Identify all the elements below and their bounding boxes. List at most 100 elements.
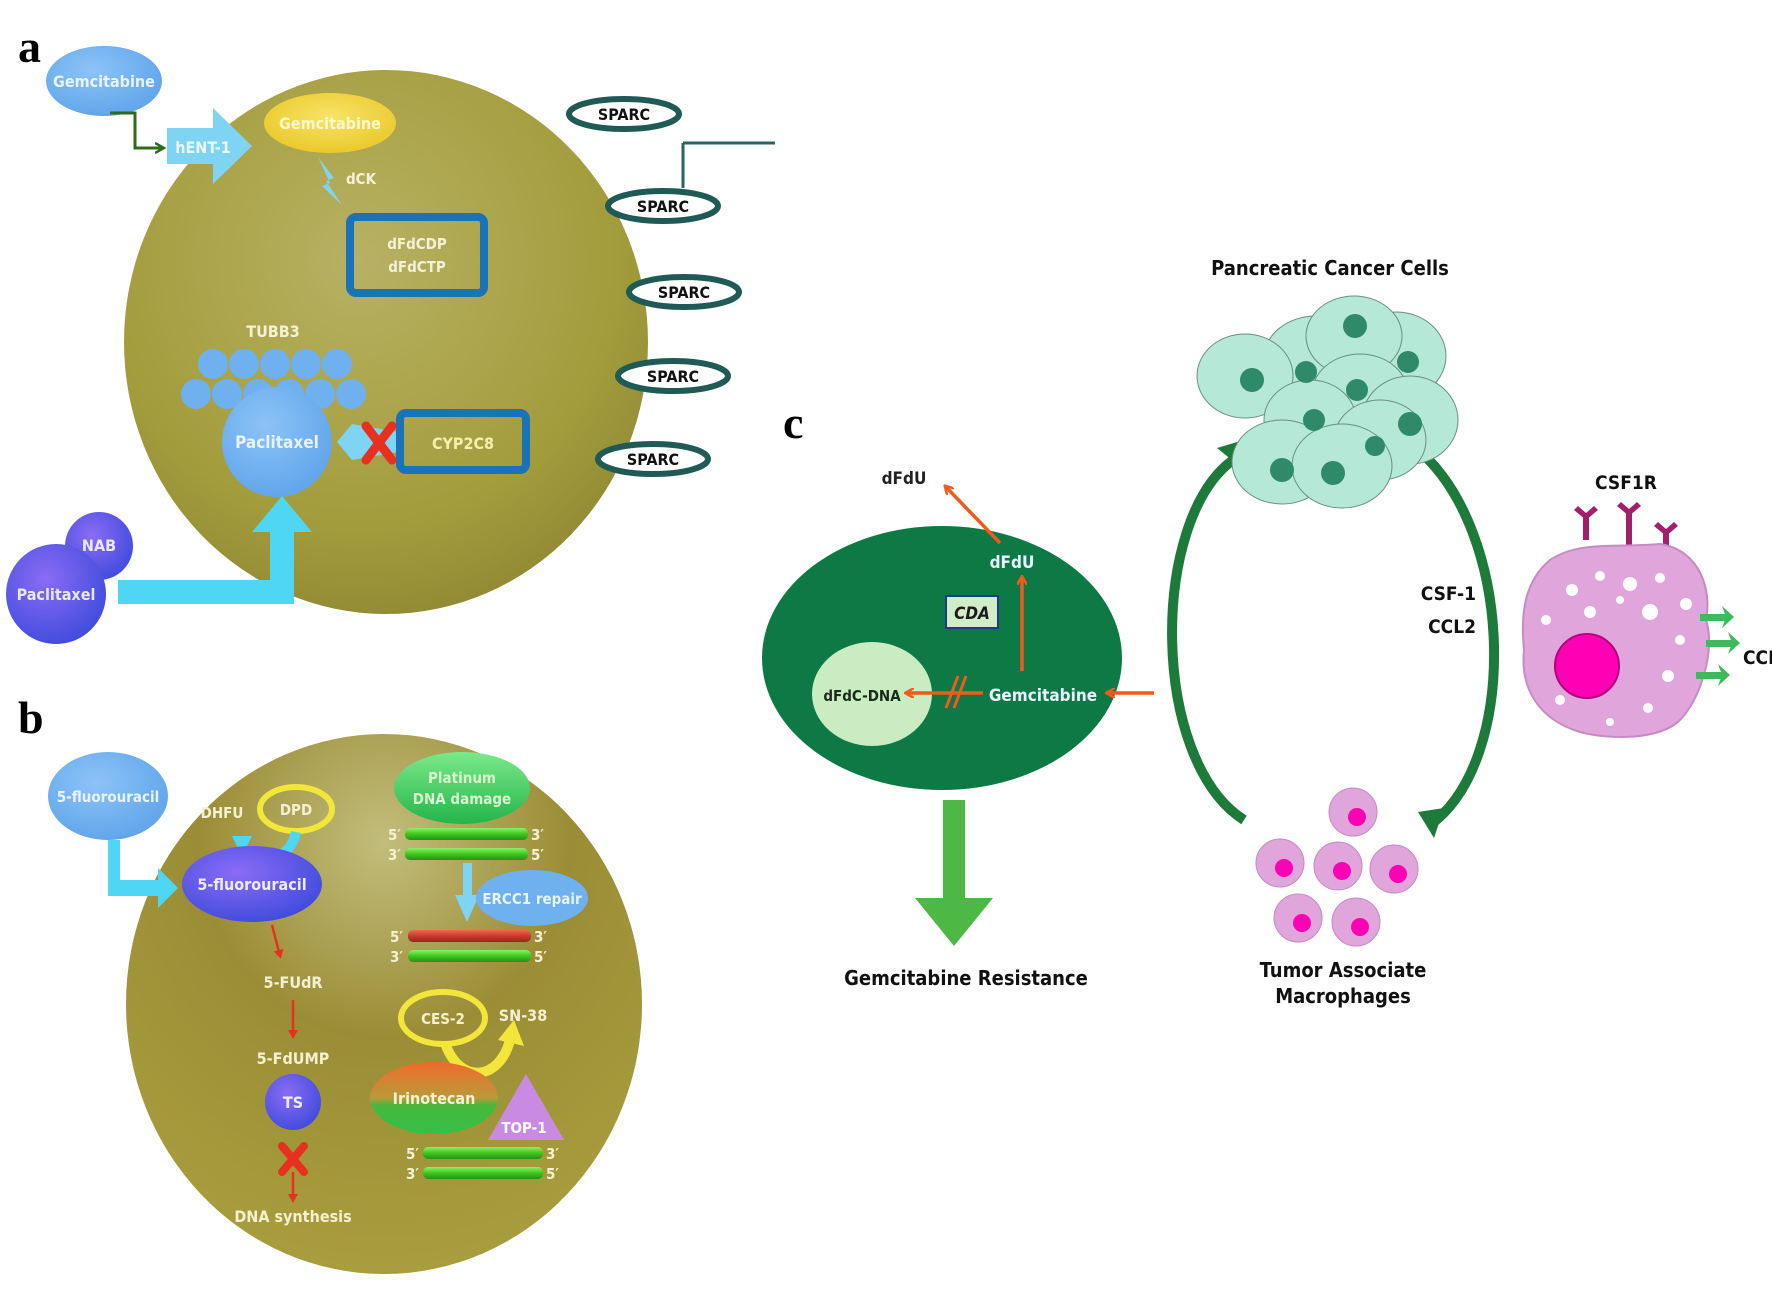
sn38-label: SN-38 [499, 1006, 547, 1025]
panel-label-a: a [18, 21, 41, 72]
fu-inside-node [182, 846, 322, 922]
cycle-arrowhead-right-icon [1418, 808, 1444, 838]
dna-strand [405, 828, 528, 840]
tam-cell [1273, 893, 1323, 943]
prime-label: 5′ [388, 826, 401, 844]
dck-label: dCK [346, 170, 377, 188]
prime-label: 3′ [531, 826, 544, 844]
block-x-icon [278, 1142, 308, 1176]
receptor-icon [1718, 664, 1730, 686]
tubulin-bead [322, 349, 352, 379]
uptake-arrow [110, 111, 163, 148]
receptor-icon [1696, 672, 1722, 679]
tubulin-bead [336, 379, 366, 409]
tubulin-beads [181, 349, 366, 409]
prime-label: 3′ [406, 1165, 419, 1183]
receptor-icon [1706, 640, 1732, 647]
repair-arrowhead-icon [455, 895, 479, 922]
tubulin-bead [181, 379, 211, 409]
sparc-label: SPARC [637, 197, 689, 216]
tam-cell [1331, 897, 1381, 947]
dna-strand [423, 1147, 543, 1159]
ces2-label: CES-2 [421, 1010, 465, 1028]
dhfu-label: DHFU [201, 804, 244, 822]
prime-label: 5′ [406, 1145, 419, 1163]
dna-strand [405, 848, 528, 860]
cyp2c8-box [396, 409, 530, 474]
prime-label: 5′ [546, 1165, 559, 1183]
receptor-icon [1617, 502, 1641, 516]
efflux-arrow [946, 487, 1002, 545]
prime-label: 3′ [388, 846, 401, 864]
panel-label-b: b [18, 692, 44, 743]
csf1r-label: CSF1R [1595, 472, 1657, 494]
dna-damage-label: DNA damage [413, 790, 511, 808]
macrophage-vacuoles [1541, 571, 1692, 726]
tam-cell [1328, 787, 1378, 837]
macrophage-nucleus [1554, 633, 1620, 699]
tubulin-bead [291, 349, 321, 379]
panel-label-c: c [783, 397, 803, 448]
dna-duplex-2: 5′ 3′ 3′ 5′ [390, 928, 547, 966]
dfdcdp-label: dFdCDP [387, 235, 447, 253]
receptor-icon [1626, 510, 1632, 548]
cancer-cell-cluster [1196, 295, 1459, 509]
cda-box [945, 595, 999, 629]
receptor-icon [1654, 522, 1678, 536]
sparc-label: SPARC [647, 367, 699, 386]
irinotecan-label: Irinotecan [393, 1089, 476, 1108]
dfdc-dna-label: dFdC-DNA [823, 687, 901, 705]
dpd-arrowhead-icon [232, 836, 252, 856]
tubulin-bead [260, 349, 290, 379]
dna-duplex-3: 5′ 3′ 3′ 5′ [406, 1145, 559, 1183]
tubulin-bead [229, 349, 259, 379]
tam-cell [1369, 844, 1419, 894]
fdump-label: 5-FdUMP [257, 1049, 330, 1068]
sparc-group: SPARC SPARC SPARC SPARC SPARC [566, 96, 775, 477]
ts-label: TS [283, 1093, 303, 1112]
receptor-icon [1574, 506, 1598, 520]
paclitaxel-outside-label: Paclitaxel [17, 585, 96, 604]
fu-uptake-arrow-icon [108, 840, 178, 908]
cycle-arrow-right [1412, 444, 1499, 830]
receptor-icon [1700, 614, 1726, 621]
nab-label: NAB [82, 536, 116, 555]
sparc-label: SPARC [598, 105, 650, 124]
cda-label: CDA [954, 604, 990, 624]
fu-inside-label: 5-fluorouracil [197, 875, 306, 894]
receptor-icon [1583, 514, 1589, 540]
dna-strand [408, 950, 531, 962]
ccl2-label: CCL2 [1428, 616, 1476, 638]
sparc-4 [615, 358, 731, 394]
sn38-arrowhead-icon [498, 1020, 524, 1046]
tam-cell [1255, 838, 1305, 888]
dfdu-inside-label: dFdU [990, 553, 1035, 573]
gemcitabine-inside-node [264, 93, 396, 153]
cycle-arrow-left [1167, 455, 1247, 825]
pathway-arrow [270, 924, 284, 959]
sparc-label: SPARC [658, 283, 710, 302]
prime-label: 3′ [534, 928, 547, 946]
prime-label: 5′ [531, 846, 544, 864]
sparc-label: SPARC [627, 450, 679, 469]
sparc-5 [595, 441, 711, 477]
paclitaxel-outside-node [6, 544, 106, 644]
dfdctp-label: dFdCTP [388, 258, 446, 276]
gemcitabine-outside-node [46, 46, 162, 116]
tubulin-bead [212, 379, 242, 409]
dfdu-outside-label: dFdU [882, 469, 927, 489]
hent1-label: hENT-1 [175, 138, 231, 157]
tam-label-1: Tumor Associate [1260, 958, 1427, 982]
panel-b: b 5-fluorouracil DPD DHFU 5-fluorouracil… [18, 692, 642, 1274]
ccr2-receptors [1696, 606, 1740, 686]
csf1-label: CSF-1 [1421, 583, 1476, 605]
gemcitabine-c-label: Gemcitabine [989, 686, 1097, 706]
gemcitabine-outside-label: Gemcitabine [53, 72, 155, 91]
repair-arrow-shaft [463, 863, 472, 897]
platinum-node [394, 752, 530, 824]
sparc-1 [566, 96, 682, 132]
prime-label: 3′ [546, 1145, 559, 1163]
tam-cluster [1255, 787, 1419, 947]
dpd-ring [257, 784, 335, 834]
